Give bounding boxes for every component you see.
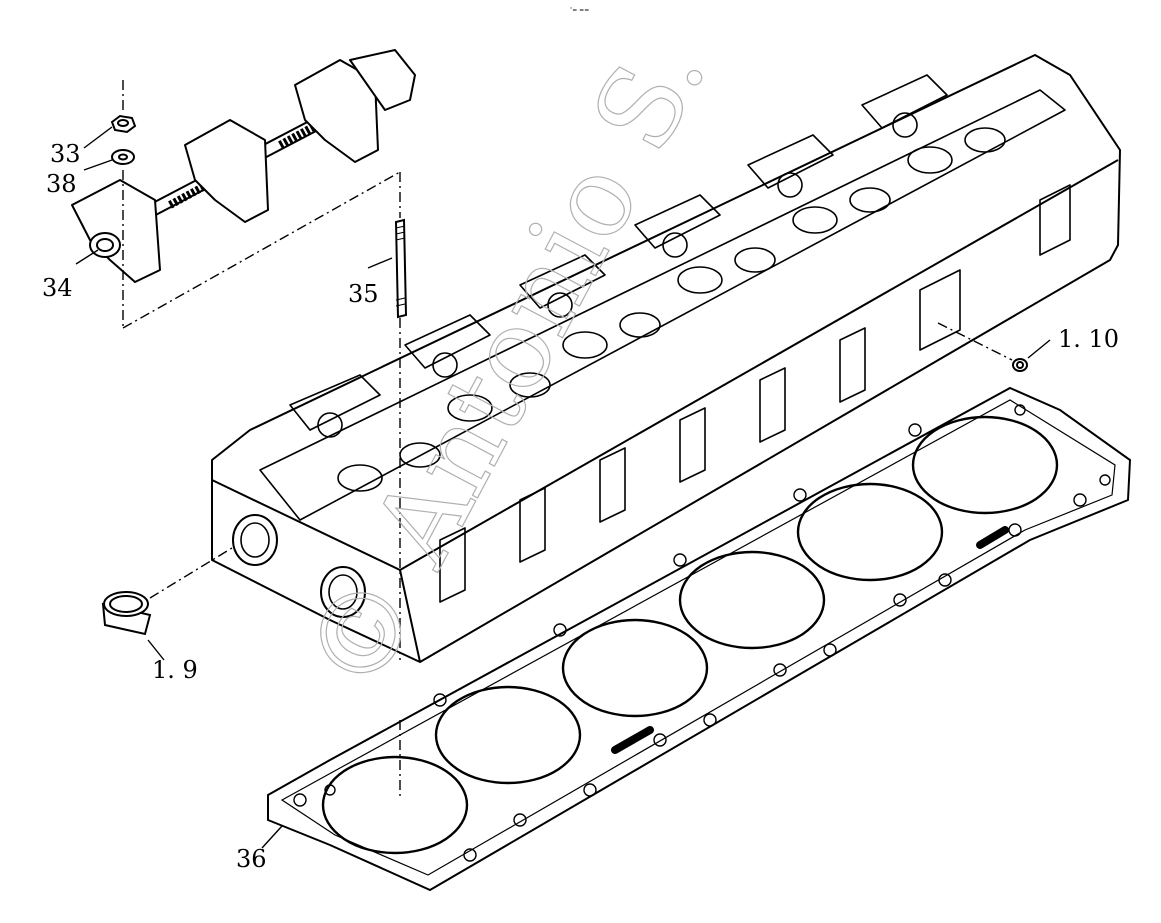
callout-34: 34 xyxy=(42,274,73,302)
rocker-nut xyxy=(110,114,137,134)
rocker-washer xyxy=(111,149,135,165)
cylinder-head xyxy=(211,54,1121,663)
callout-33: 33 xyxy=(50,140,81,168)
head-gasket xyxy=(267,386,1132,892)
callout-1-10: 1. 10 xyxy=(1058,325,1119,353)
rocker-shaft-assembly xyxy=(71,49,416,283)
assembly-lines xyxy=(122,80,1013,800)
plug xyxy=(1012,358,1028,372)
leader-lines xyxy=(75,126,1051,849)
callout-35: 35 xyxy=(348,280,379,308)
top-mark: ″= == xyxy=(570,7,589,14)
callout-1-9: 1. 9 xyxy=(152,656,198,684)
callout-38: 38 xyxy=(46,170,77,198)
callout-36: 36 xyxy=(236,845,267,873)
cylinder-head-stud xyxy=(394,218,408,319)
sealing-cup xyxy=(101,591,152,636)
